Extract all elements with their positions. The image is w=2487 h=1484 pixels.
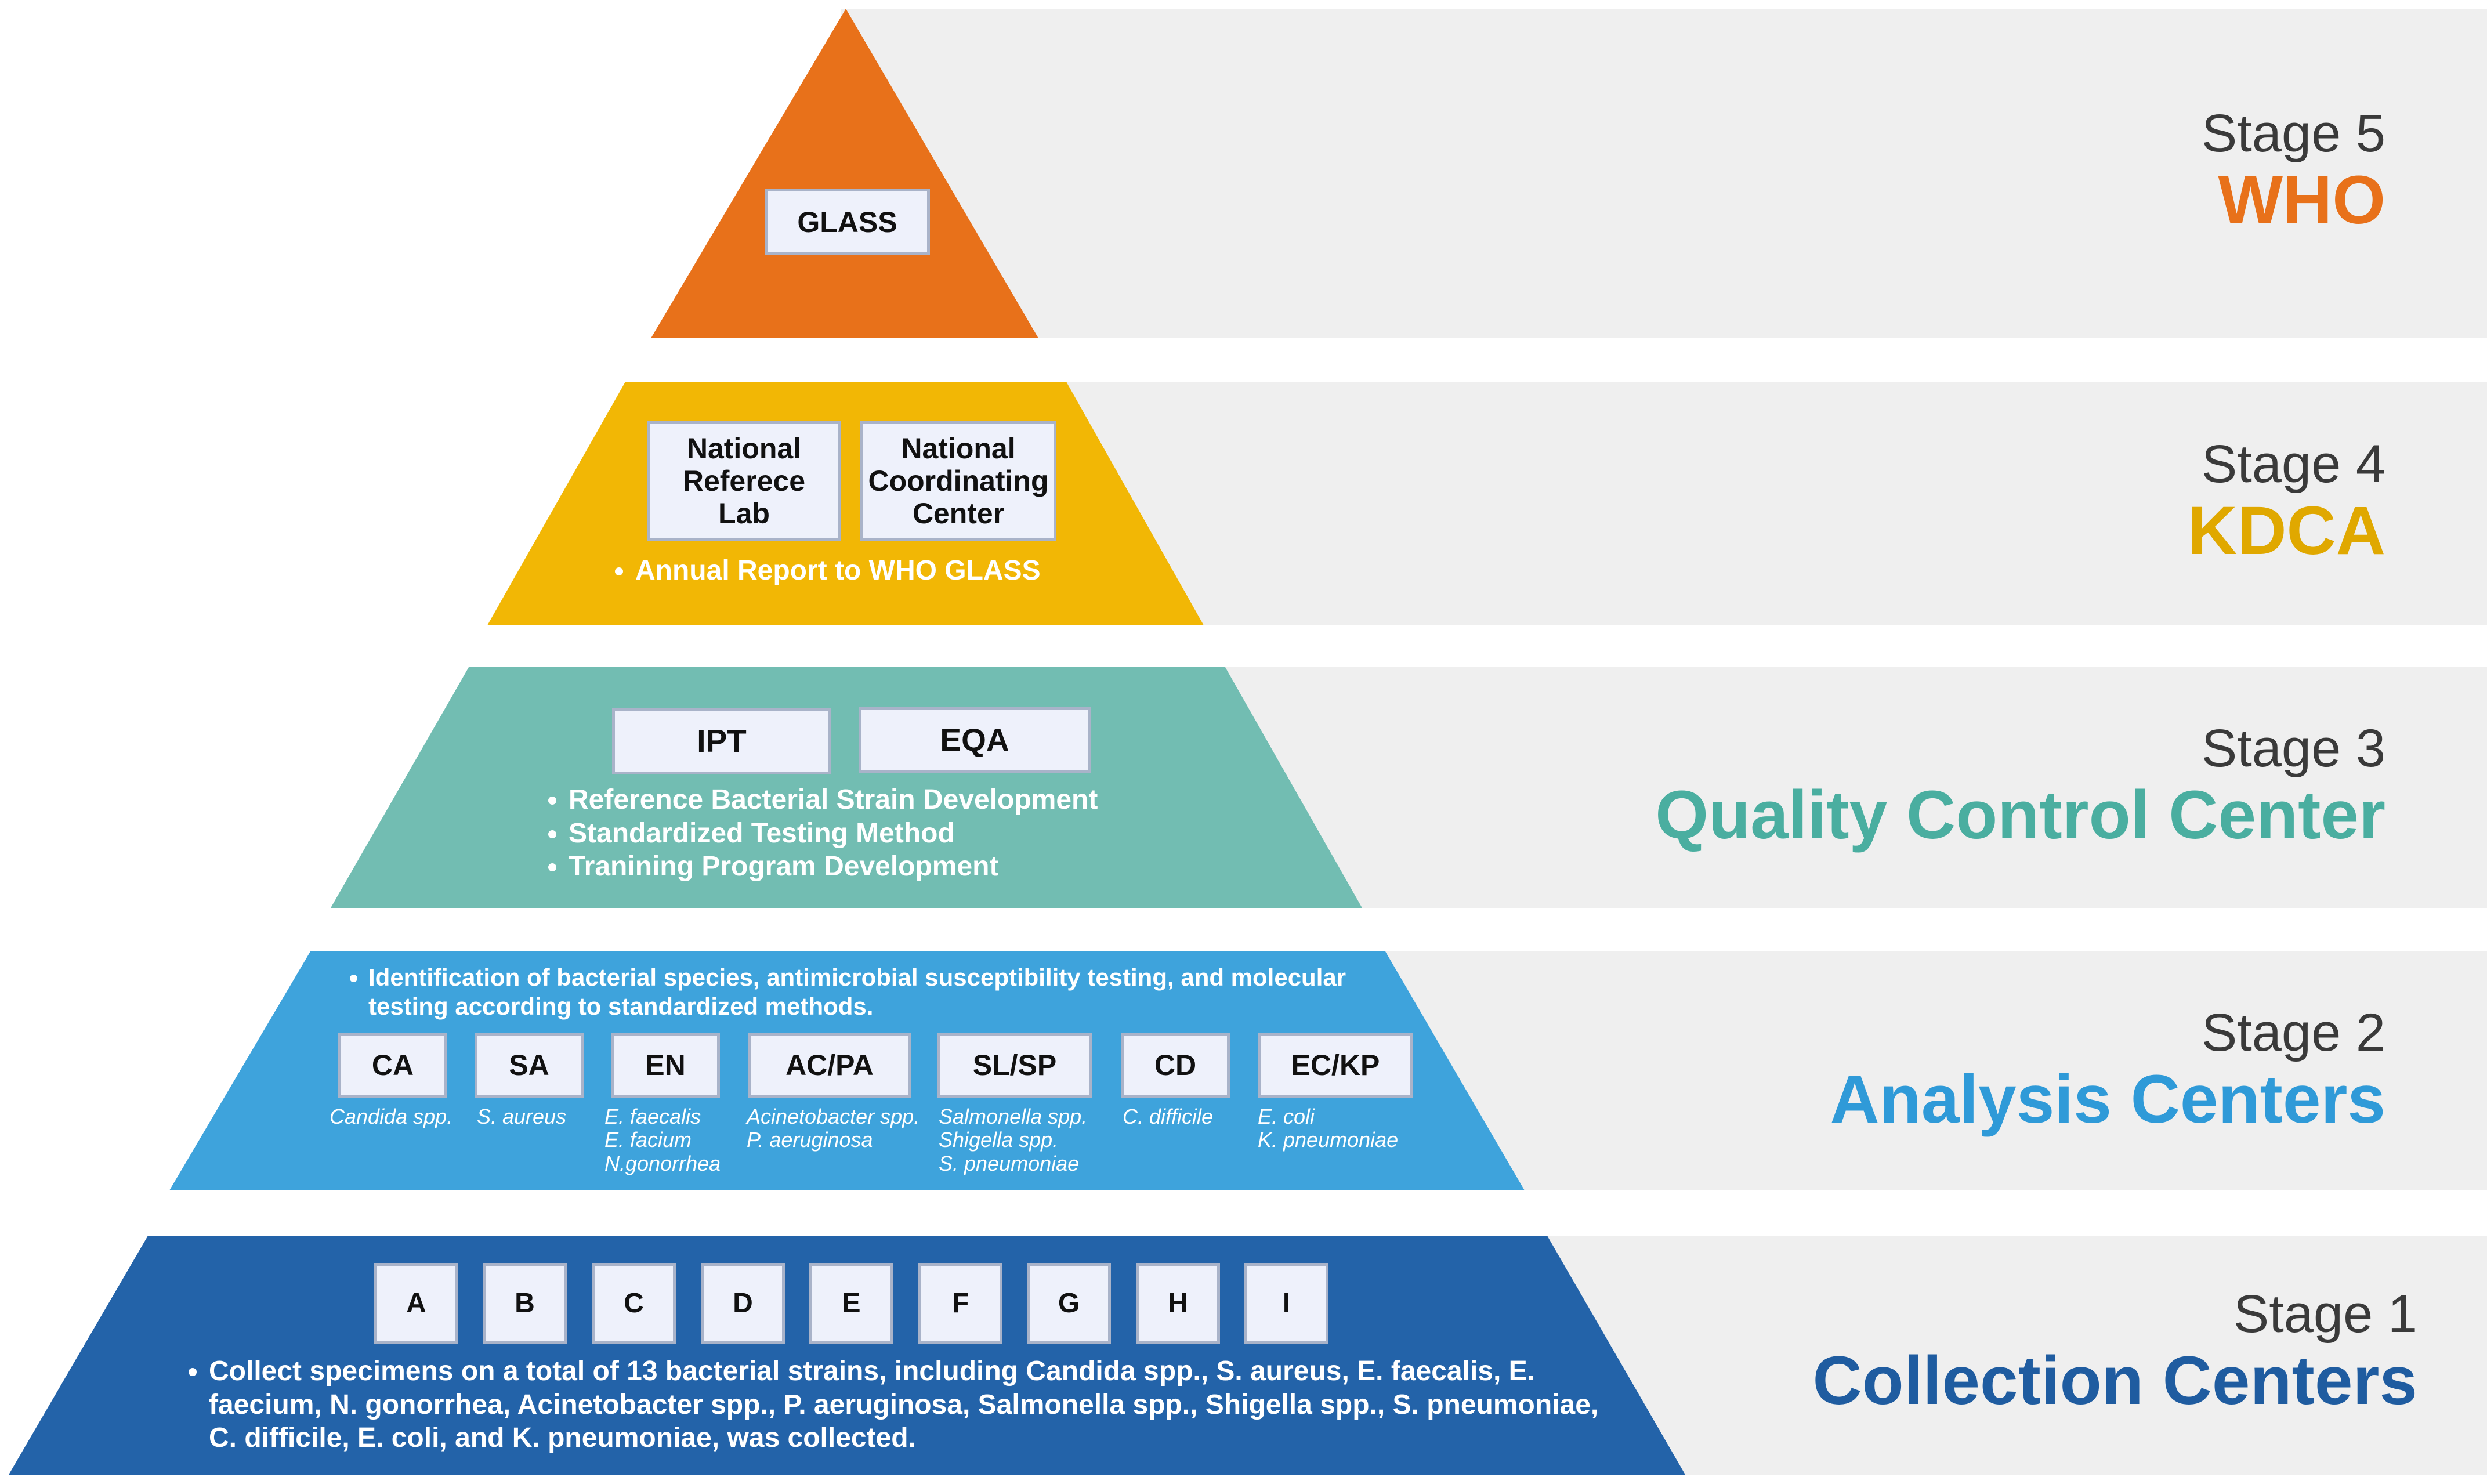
box-center-ec-kp: EC/KP [1258,1033,1413,1098]
stage-3-number: Stage 3 [2201,719,2385,778]
stage-1-name: Collection Centers [1812,1342,2417,1420]
bullet-item: Annual Report to WHO GLASS [635,554,1041,588]
box-national-coordinating-center: National Coordinating Center [860,421,1056,541]
stage-2-bullets: Identification of bacterial species, ant… [334,963,1424,1022]
stage-3-name: Quality Control Center [1655,777,2385,854]
species-sl-sp: Salmonella spp. Shigella spp. S. pneumon… [939,1105,1088,1175]
stage-3-bullets: Reference Bacterial Strain Development S… [534,783,1098,884]
band-stage-1 [1508,1236,2487,1475]
box-center-ca: CA [338,1033,447,1098]
stage-3-label: Stage 3 Quality Control Center [1655,719,2385,853]
species-cd: C. difficile [1123,1105,1214,1128]
box-collection-b: B [483,1263,567,1344]
bullet-item: Tranining Program Development [569,850,1098,884]
box-collection-a: A [374,1263,458,1344]
species-ac-pa: Acinetobacter spp. P. aeruginosa [747,1105,920,1152]
box-ipt: IPT [612,708,831,774]
stage-5-name: WHO [2218,162,2385,239]
box-collection-e: E [809,1263,893,1344]
box-center-en: EN [611,1033,720,1098]
box-national-reference-lab: National Referece Lab [647,421,841,541]
stage-2-label: Stage 2 Analysis Centers [1830,1003,2385,1138]
box-collection-d: D [701,1263,785,1344]
box-collection-g: G [1027,1263,1111,1344]
box-center-sa: SA [475,1033,584,1098]
stage-1-label: Stage 1 Collection Centers [1812,1284,2417,1420]
bullet-item: Standardized Testing Method [569,817,1098,850]
box-collection-f: F [918,1263,1002,1344]
box-glass: GLASS [765,189,930,255]
bullet-item: Reference Bacterial Strain Development [569,783,1098,817]
bullet-item: Collect specimens on a total of 13 bacte… [209,1355,1601,1455]
layer-stage-4 [487,382,1204,625]
band-stage-2 [1363,951,2487,1190]
species-ca: Candida spp. [330,1105,453,1128]
layer-stage-3 [331,667,1362,908]
species-sa: S. aureus [477,1105,567,1128]
box-eqa: EQA [859,707,1091,773]
species-en: E. faecalis E. facium N.gonorrhea [604,1105,721,1175]
box-center-cd: CD [1121,1033,1230,1098]
band-stage-4 [986,382,2487,625]
bullet-item: Identification of bacterial species, ant… [368,963,1424,1022]
stage-4-label: Stage 4 KDCA [2188,435,2385,569]
box-collection-c: C [592,1263,676,1344]
stage-5-label: Stage 5 WHO [2202,104,2385,238]
stage-4-bullets: Annual Report to WHO GLASS [600,554,1041,588]
band-stage-5 [841,9,2487,338]
box-collection-h: H [1136,1263,1220,1344]
species-ec-kp: E. coli K. pneumoniae [1258,1105,1399,1152]
band-stage-3 [1160,667,2487,908]
stage-2-name: Analysis Centers [1830,1061,2385,1138]
box-collection-i: I [1244,1263,1328,1344]
stage-1-bullets: Collect specimens on a total of 13 bacte… [174,1355,1601,1455]
box-center-sl-sp: SL/SP [937,1033,1092,1098]
stage-1-number: Stage 1 [2233,1284,2417,1344]
stage-2-number: Stage 2 [2201,1003,2385,1062]
stage-4-name: KDCA [2188,493,2385,570]
stage-4-number: Stage 4 [2201,435,2385,494]
layer-stage-5 [651,9,1038,338]
box-center-ac-pa: AC/PA [748,1033,911,1098]
stage-5-number: Stage 5 [2201,104,2385,163]
